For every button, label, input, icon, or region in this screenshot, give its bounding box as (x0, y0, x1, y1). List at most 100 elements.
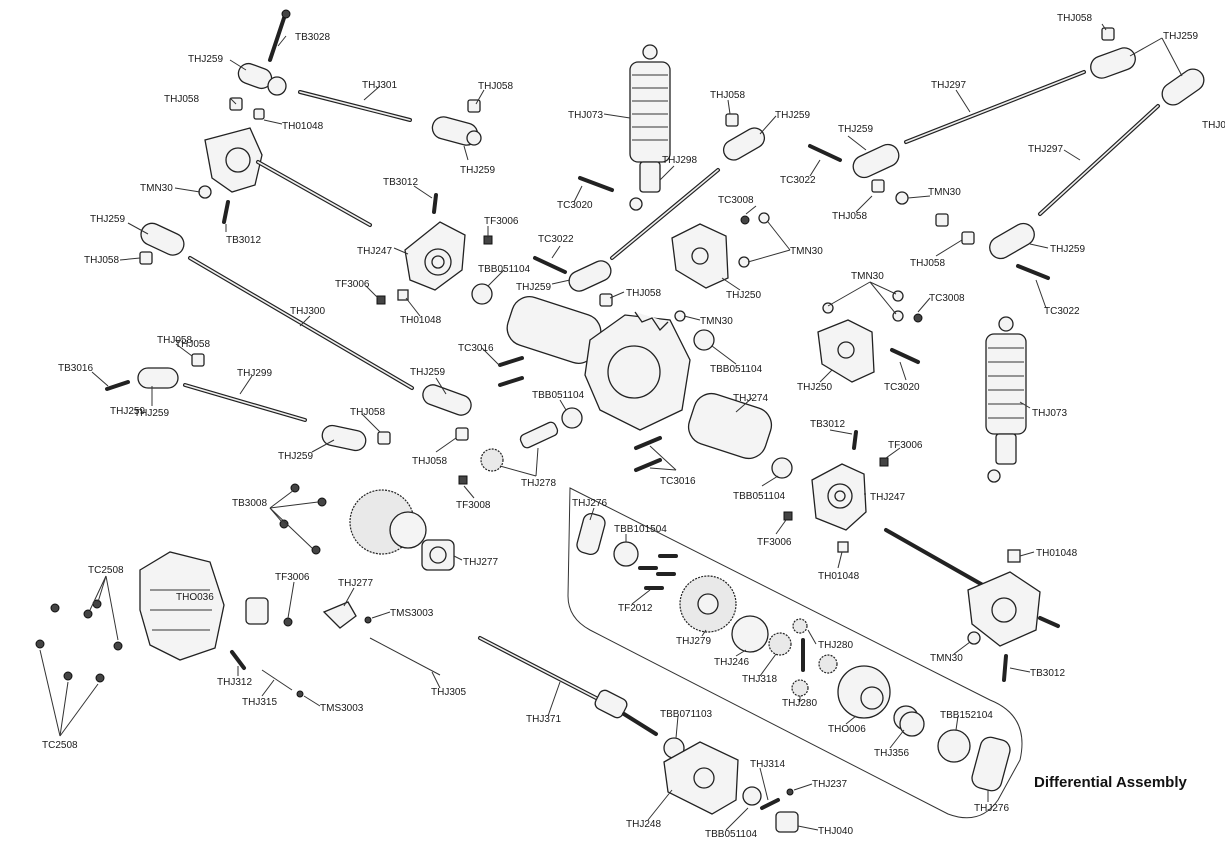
thj250-mount-left (671, 223, 729, 289)
rod-end-thj259-h (1090, 47, 1136, 79)
part-label: TBB051104 (478, 264, 531, 275)
part-label: THJ315 (242, 697, 277, 708)
thj058-bushing-c (139, 251, 153, 265)
part-label: TF3006 (275, 572, 310, 583)
part-label: THJ259 (516, 282, 551, 293)
thj371-axle-shaft (478, 636, 658, 736)
part-label: TF3006 (335, 279, 370, 290)
thj058-bushing-j (871, 179, 885, 193)
part-label: THJ259 (410, 367, 445, 378)
part-label: THJ259 (90, 214, 125, 225)
part-label: THJ040 (818, 826, 853, 837)
part-label: TC3008 (718, 195, 754, 206)
tmn30-nut-f (822, 302, 834, 314)
thj058-bushing-h (599, 293, 613, 307)
tc3022-screw-a (533, 256, 567, 274)
part-label: TH01048 (400, 315, 442, 326)
part-label: TC2508 (42, 740, 78, 751)
part-label: THJ259 (110, 406, 145, 417)
part-label: TB3008 (232, 498, 267, 509)
thj280-side-gears (791, 618, 838, 697)
part-label: TC3022 (538, 234, 574, 245)
thj297-link-upper (904, 70, 1086, 144)
right-driveshaft (884, 528, 990, 590)
tmn30-nut-c (738, 256, 750, 268)
tf3006-screw-e (283, 617, 293, 627)
thj299-link-rod (183, 383, 307, 422)
part-label: TMS3003 (390, 608, 434, 619)
part-labels: TB3028 THJ259 THJ058 TH01048 THJ301 THJ0… (42, 13, 1225, 840)
part-label: THJ058 (164, 94, 199, 105)
tb3012-screw-c (852, 430, 858, 450)
differential-assembly-panel (567, 487, 1023, 819)
tbb051104-bearing-e (742, 786, 762, 806)
part-label: THJ305 (431, 687, 466, 698)
rod-end-thj259-j (852, 143, 900, 179)
part-label: TBB051104 (733, 491, 786, 502)
thj297-link-lower (1038, 104, 1160, 216)
thj277-carrier (421, 539, 455, 571)
rod-end-thj259-c (137, 367, 179, 389)
thj274-axle-housing (506, 296, 773, 460)
th01048-spacer-d (1007, 549, 1021, 563)
part-label: THJ058 (350, 407, 385, 418)
part-label: TB3012 (1030, 668, 1065, 679)
rod-end-thj259-e (422, 384, 472, 416)
part-label: TMN30 (700, 316, 733, 327)
tms3003-screw-a (364, 616, 372, 624)
part-label: THJ259 (134, 408, 169, 419)
tmn30-nut-a (198, 185, 212, 199)
thj250-mount-right (817, 319, 875, 383)
part-drawings (35, 9, 1205, 833)
rod-end-thj259-i (1161, 68, 1205, 106)
part-label: THJ276 (974, 803, 1009, 814)
part-label: TF3006 (888, 440, 923, 451)
part-label: THJ259 (838, 124, 873, 135)
tb3008-screws (279, 483, 327, 555)
thj279-ring-gear (679, 575, 737, 633)
leader-lines (39, 23, 1183, 831)
tbb152104-bearing (937, 729, 971, 763)
thj058-bushing-f (455, 427, 469, 441)
part-label: THJ276 (572, 498, 607, 509)
thj247-knuckle-center (404, 221, 466, 291)
tmn30-nut-d (674, 310, 686, 322)
part-label: THJ058 (832, 211, 867, 222)
tf3006-screw-b (376, 295, 386, 305)
part-label: THJ058 (84, 255, 119, 266)
part-label: TC3016 (458, 343, 494, 354)
part-label: THJ259 (278, 451, 313, 462)
part-label: THJ058 (175, 339, 210, 350)
part-label: THO006 (828, 724, 866, 735)
part-label: THJ073 (568, 110, 603, 121)
thj300-long-link (140, 222, 414, 390)
part-label: THJ299 (237, 368, 272, 379)
part-label: TC3020 (557, 200, 593, 211)
part-label: THJ259 (1050, 244, 1085, 255)
part-label: TC3022 (780, 175, 816, 186)
thj314-pin (760, 798, 780, 810)
part-label: TBB152104 (940, 710, 993, 721)
part-label: THJ248 (626, 819, 661, 830)
th01048-spacer-b (397, 289, 409, 301)
thj058-bushing-l (961, 231, 975, 245)
part-label: THJ259 (775, 110, 810, 121)
tbb051104-bearing-d (771, 457, 793, 479)
part-label: TBB051104 (532, 390, 585, 401)
part-label: TH01048 (1036, 548, 1078, 559)
tb3012-screw-a (222, 200, 230, 224)
front-left-knuckle-shaft (204, 127, 372, 227)
part-label: TB3028 (295, 32, 330, 43)
part-label: THJ246 (714, 657, 749, 668)
part-label: TBB071103 (660, 709, 713, 720)
thj276-cup-right (971, 736, 1011, 792)
part-label: THJ250 (726, 290, 761, 301)
tc3016-screws-b (634, 436, 662, 472)
part-label: THJ058 (910, 258, 945, 269)
part-label: THJ237 (812, 779, 847, 790)
thj058-bushing-i (1101, 27, 1115, 41)
part-label: TMN30 (851, 271, 884, 282)
part-label: TMS3003 (320, 703, 364, 714)
rod-end-thj259-k (989, 222, 1035, 260)
